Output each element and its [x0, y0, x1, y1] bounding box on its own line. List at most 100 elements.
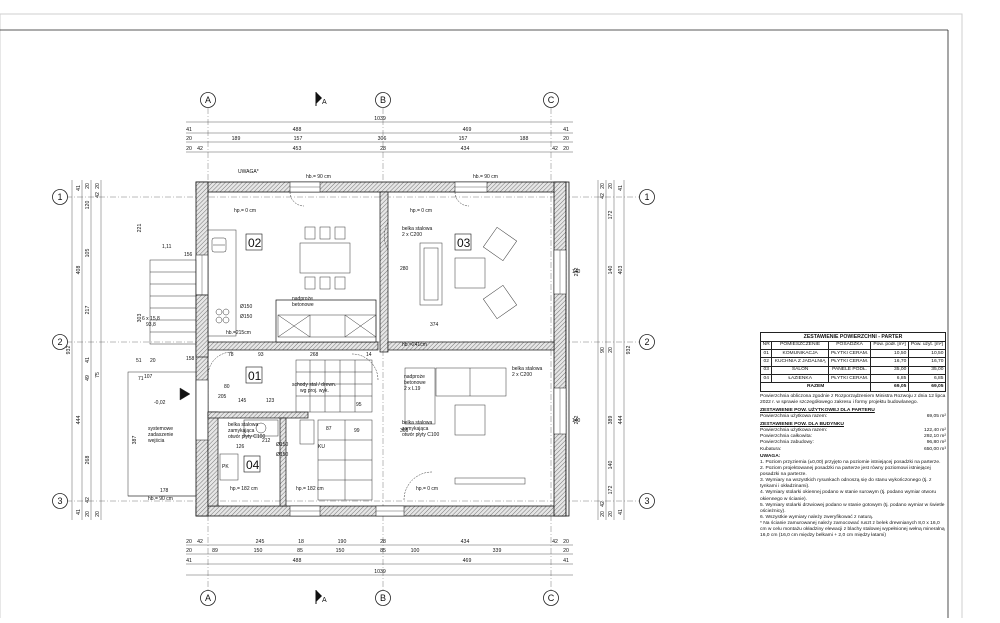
area-table-header-nr: NR: [759, 340, 773, 351]
dim-top-r2-1: 189: [232, 136, 241, 142]
remark-item: 1. Poziom przyziemia (±0,00) przyjęto na…: [760, 459, 941, 465]
usable-row: Powierzchnia użytkowa razem: 69,05 m²: [760, 414, 946, 420]
dim-right-r2-6: 172: [608, 486, 614, 495]
dim-left-r3-1: 42: [95, 192, 101, 198]
note-belka-left-line2: zamykająca: [228, 428, 255, 434]
dim-left-r1-2: 444: [76, 416, 82, 425]
remark-item: 6. Wszystkie wymiary należy zweryfikować…: [760, 514, 874, 520]
note-158: 158: [186, 356, 195, 362]
window-glazing: [201, 186, 561, 512]
area-table-header-room: POMIESZCZENIE: [771, 340, 829, 351]
area-schedule: ZESTAWIENIE POWIERZCHNI - PARTER NR POMI…: [759, 332, 947, 540]
entrance-canopy: [127, 371, 197, 497]
note-systemowe-line2: zadaszenie: [148, 432, 174, 438]
dim-left-r3-2: 221: [137, 224, 143, 233]
dim-left-r2-7: 42: [85, 497, 91, 503]
dim-bot-r2-4: 150: [336, 548, 345, 554]
dim-bot-r3-0: 41: [186, 558, 192, 564]
dim-right-r2-5: 140: [608, 461, 614, 470]
dim-right-r2-7: 20: [608, 511, 614, 517]
dim-left-total: 932: [66, 346, 72, 355]
table-cell: KUCHNIA Z JADALNIĄ: [771, 357, 829, 367]
remark-item: 3. Wymiary na wszystkich rysunkach odnos…: [760, 478, 932, 490]
note-belka-top-line2: 2 x C200: [402, 232, 422, 238]
note-hp-182b: hp.= 182 cm: [296, 486, 324, 492]
axis-label-a-bottom: A: [205, 593, 211, 603]
dim-top-r3-0: 20: [186, 146, 192, 152]
dim-bot-r1-3: 18: [298, 539, 304, 545]
building-row: Powierzchnia zabudowy:96,80 m²: [760, 440, 946, 446]
dim-top-r3-1: 42: [197, 146, 203, 152]
axis-label-c-top: C: [548, 95, 555, 105]
note-374: 374: [430, 322, 439, 328]
note-belka-left-line1: belka stalowa: [228, 422, 259, 428]
area-table-header-floor-area: Pow. podł. [m²]: [870, 340, 909, 351]
table-cell: 02: [759, 357, 773, 367]
building-label: Kubatura:: [760, 446, 782, 452]
note-95: 95: [356, 402, 362, 408]
table-cell: 16,70: [907, 357, 947, 367]
svg-text:A: A: [322, 99, 327, 106]
note-hb-top-left: hb.= 90 cm: [306, 174, 331, 180]
note-systemowe-line3: wejścia: [148, 438, 165, 444]
dim-bot-r2-6: 100: [411, 548, 420, 554]
dim-bot-r2-2: 150: [254, 548, 263, 554]
table-total-usable: 69,05: [907, 382, 947, 392]
note-78: 78: [228, 352, 234, 358]
note-hp-182: hp.= 182 cm: [230, 486, 258, 492]
note-111: 1,11: [162, 244, 172, 250]
dim-right-r3-2: 232: [574, 268, 580, 277]
dim-top-r2-6: 20: [563, 136, 569, 142]
dim-left-r2-2: 105: [85, 249, 91, 258]
note-schody-line2: wg proj. wyk.: [300, 388, 329, 394]
area-table-header-usable-area: Pow. użyt. [m²]: [907, 340, 947, 351]
note-6x158-line2: 93,8: [146, 322, 156, 328]
building-value: 650,00 m³: [923, 446, 946, 452]
dim-right-r2-1: 172: [608, 211, 614, 220]
table-cell: 6,85: [907, 373, 947, 384]
note-phi150-a: Ø150: [240, 304, 252, 310]
note-99: 99: [354, 428, 360, 434]
dim-bot-r2-0: 20: [186, 548, 192, 554]
note-hb-90-bottom: hb.= 90 cm: [148, 496, 173, 502]
dim-right-r2-4: 389: [608, 416, 614, 425]
note-nadproze-line1: nadproże: [292, 296, 313, 302]
room-label-03: 03: [457, 236, 471, 250]
note-belka-c100-line2: zamykająca: [402, 426, 429, 432]
dim-right-r1-0: 41: [618, 185, 624, 191]
table-total-floor: 69,05: [870, 382, 909, 392]
dim-bot-r3-1: 488: [293, 558, 302, 564]
building-row: Kubatura: 650,00 m³: [760, 447, 946, 453]
note-178: 178: [160, 488, 169, 494]
note-51: 51: [136, 358, 142, 364]
note-123: 123: [266, 398, 275, 404]
usable-title: ZESTAWIENIE POW. UŻYTKOWEJ DLA PARTERU: [760, 407, 875, 413]
dim-bot-r2-3: 85: [297, 548, 303, 554]
remarks-list: 1. Poziom przyziemia (±0,00) przyjęto na…: [760, 460, 946, 540]
dim-right-r3-5: 42: [600, 501, 606, 507]
dim-bot-r2-8: 20: [563, 548, 569, 554]
table-row: 01 KOMUNIKACJA PŁYTKI CERAM. 10,50 10,50: [759, 348, 947, 359]
note-hb-215: hb.=215cm: [226, 330, 251, 336]
note-hp-salon: hp.= 0 cm: [410, 208, 432, 214]
note-hb-241: hb.=241cm: [402, 342, 427, 348]
table-cell: 01: [759, 348, 773, 359]
section-marker-bottom: A: [315, 590, 327, 604]
dim-left-r3-3: 303: [137, 314, 143, 323]
dim-bot-total: 1039: [374, 569, 386, 575]
note-212: 212: [262, 438, 271, 444]
remark-item: 2. Poziom projektowanej posadzki na part…: [760, 465, 931, 478]
axis-label-c-bottom: C: [548, 593, 555, 603]
note-140-b: 140: [572, 418, 581, 424]
dim-top-r1-2: 469: [463, 127, 472, 133]
door-swings: [207, 191, 470, 501]
salon-furniture: [404, 226, 526, 485]
table-total-label: RAZEM: [759, 382, 872, 392]
dim-top-r3-5: 42: [552, 146, 558, 152]
dim-left-r2-0: 20: [85, 183, 91, 189]
dim-top-r3-2: 453: [293, 146, 302, 152]
table-cell: PŁYTKI CERAM.: [827, 373, 872, 384]
dim-bot-r1-5: 28: [380, 539, 386, 545]
note-156: 156: [184, 252, 193, 258]
